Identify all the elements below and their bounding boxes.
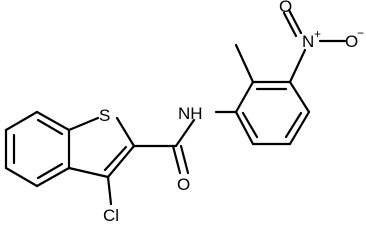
bond [67, 116, 100, 132]
atom-nitro-n-label: N [302, 32, 314, 51]
bond [35, 110, 71, 132]
bond [288, 110, 311, 146]
benzo-ring [4, 110, 71, 188]
bond [115, 116, 136, 148]
bond-n-o-double [282, 11, 298, 38]
atom-chlorine-label: Cl [103, 206, 119, 225]
nitro-group [282, 8, 347, 84]
bond [4, 110, 39, 132]
thiophene-ring [67, 116, 136, 179]
atom-nitro-o-label: O [279, 0, 292, 16]
bond-c-o [171, 144, 182, 175]
atom-carbonyl-oxygen-label: O [177, 175, 190, 194]
bond-methyl [234, 43, 255, 84]
bond [67, 166, 110, 179]
double-bond-inner [103, 145, 128, 172]
bond [4, 166, 39, 188]
bond [35, 166, 71, 188]
bond [106, 144, 136, 179]
nitro-n-charge: + [314, 27, 321, 41]
bond-c-o-double [179, 144, 190, 175]
double-bond-inner [284, 111, 303, 139]
atom-nh-label: NH [178, 104, 203, 123]
atom-nitro-o-minus-label: O [345, 32, 358, 51]
bond-c-n [174, 118, 196, 148]
molecule-structure: S NH O Cl N + O O − [4, 0, 364, 225]
nitrophenyl-ring [234, 80, 311, 146]
nitro-o-charge: − [357, 26, 364, 40]
double-bond-inner [241, 111, 259, 139]
bond [234, 110, 255, 146]
bond-c-cl [106, 175, 113, 206]
double-bond-inner [36, 118, 64, 136]
amide-group [132, 118, 196, 175]
bond [288, 80, 311, 114]
atom-sulfur-label: S [99, 106, 110, 125]
bond-c-n [288, 48, 307, 84]
bond [234, 80, 255, 114]
structure-canvas: S NH O Cl N + O O − [4, 0, 364, 225]
double-bond-inner [36, 162, 64, 180]
bond-n-o [287, 8, 303, 35]
